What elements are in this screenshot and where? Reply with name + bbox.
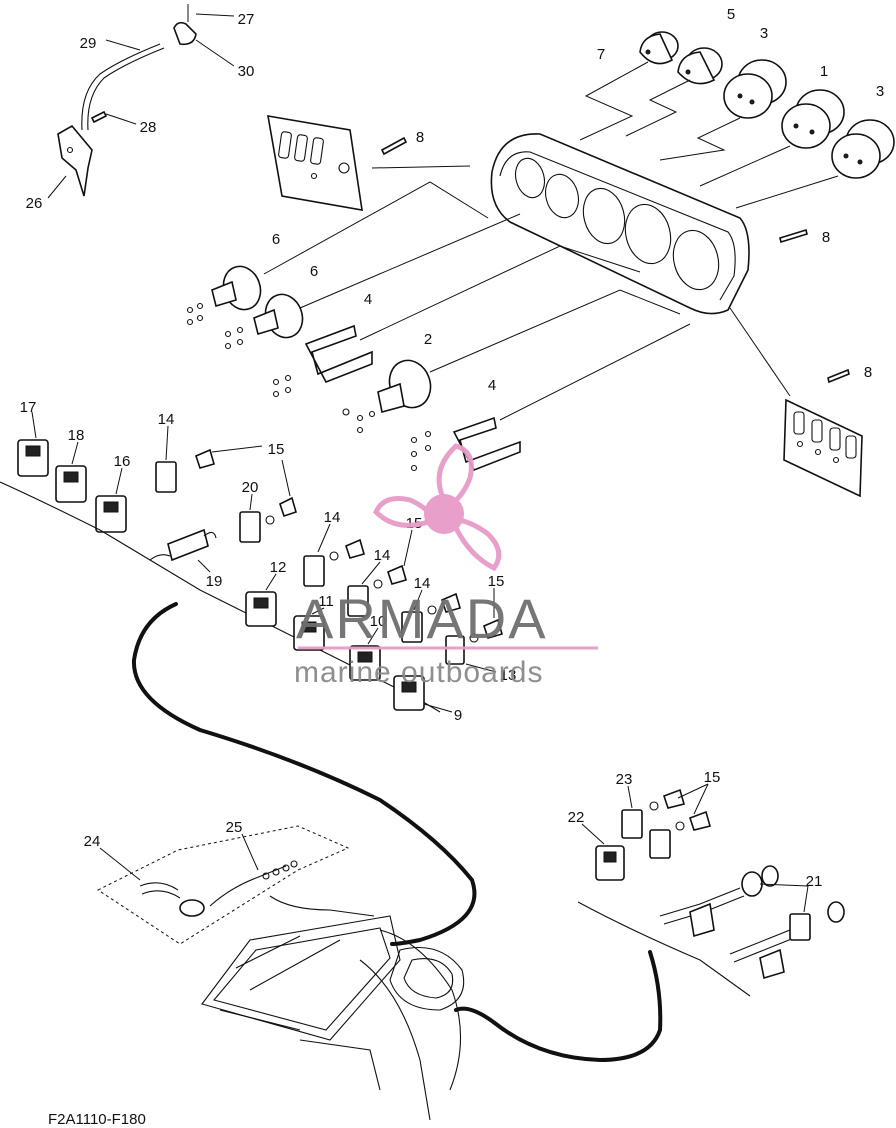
callout-c28: 28 [140,119,157,136]
callout-c15d: 15 [704,769,721,786]
instrument-panel-housing [490,133,750,315]
gauge-3-upper [723,59,787,119]
screw-28 [90,110,108,124]
callout-c14d: 14 [414,575,431,592]
callout-c8b: 8 [822,229,830,246]
harness-25 [209,860,298,907]
callout-c3b: 3 [876,83,884,100]
bracket-4-lower [410,416,521,472]
callout-c2: 2 [424,331,432,348]
gauge-2 [342,359,432,434]
callout-c8c: 8 [864,364,872,381]
callout-c14c: 14 [374,547,391,564]
callout-c12: 12 [270,559,287,576]
switch-14b [303,538,365,587]
connector-21 [659,865,845,980]
cable-29 [81,43,165,131]
callout-c14a: 14 [158,411,175,428]
armada-watermark: ARMADA marine outboards [294,443,598,689]
switch-11 [293,615,325,651]
connector-24 [139,882,205,917]
callout-c23: 23 [616,771,633,788]
callout-c29: 29 [80,35,97,52]
callout-c3a: 3 [760,25,768,42]
switch-plate-right [783,398,863,498]
callout-c26: 26 [26,195,43,212]
callout-c11: 11 [318,593,334,610]
switch-9 [393,675,425,711]
clip-30 [173,21,197,46]
switch-14a [155,448,215,493]
callout-c18: 18 [68,427,85,444]
callout-c6a: 6 [272,231,280,248]
callout-c4a: 4 [364,291,372,308]
switch-17 [17,439,49,477]
gauge-6-lower [224,293,304,350]
watermark-brand: ARMADA [296,587,548,650]
callout-c7: 7 [597,46,605,63]
callout-c19: 19 [206,573,223,590]
callout-c6b: 6 [310,263,318,280]
callout-c17: 17 [20,399,37,416]
callout-c15c: 15 [488,573,505,590]
gauge-1 [781,89,845,149]
screw-8b [779,228,808,244]
callout-c8a: 8 [416,129,424,146]
callout-c27: 27 [238,11,255,28]
callout-c1: 1 [820,63,828,80]
watermark-tagline: marine outboards [294,656,543,689]
callout-c25: 25 [226,819,243,836]
screw-8a [380,136,408,156]
propeller-blade-2 [373,496,434,528]
callout-c30: 30 [238,63,255,80]
callout-c16: 16 [114,453,131,470]
propeller-blade-3 [453,517,502,572]
callout-c5: 5 [727,6,735,23]
callout-c4b: 4 [488,377,496,394]
propeller-blade-1 [436,443,474,506]
switch-20 [239,496,297,543]
callout-c22: 22 [568,809,585,826]
gauge-6-upper [186,265,262,326]
harness-branch [454,950,663,1063]
callout-c15a: 15 [268,441,285,458]
callout-c14b: 14 [324,509,341,526]
switch-18 [55,465,87,503]
gauge-5 [677,47,723,85]
propeller-logo-icon [373,443,502,572]
switch-10 [349,645,381,681]
callout-labels: 1233445667888910111213141414141515151516… [20,6,885,890]
switch-14c [347,564,407,617]
callout-c9: 9 [454,707,462,724]
callout-c13: 13 [500,667,517,684]
screw-8c [827,368,850,384]
bracket-4-upper [272,324,373,398]
switch-13 [445,618,503,665]
switch-12 [245,591,277,627]
callout-c20: 20 [242,479,259,496]
switch-22 [595,845,625,881]
switch-plate-upper [267,115,363,211]
switch-16 [95,495,127,533]
propeller-hub [424,494,464,534]
diagram-code: F2A1110-F180 [48,1111,146,1128]
bracket-26 [57,124,93,197]
switch-23 [621,788,711,859]
helm-console [201,915,465,1121]
gauge-3-lower [831,119,895,179]
gauge-7 [639,31,679,65]
callout-c21: 21 [806,873,823,890]
switch-14d [401,592,461,643]
callout-c10: 10 [370,613,387,630]
main-harness [131,602,477,946]
sensor-19 [149,528,217,562]
callout-c24: 24 [84,833,101,850]
